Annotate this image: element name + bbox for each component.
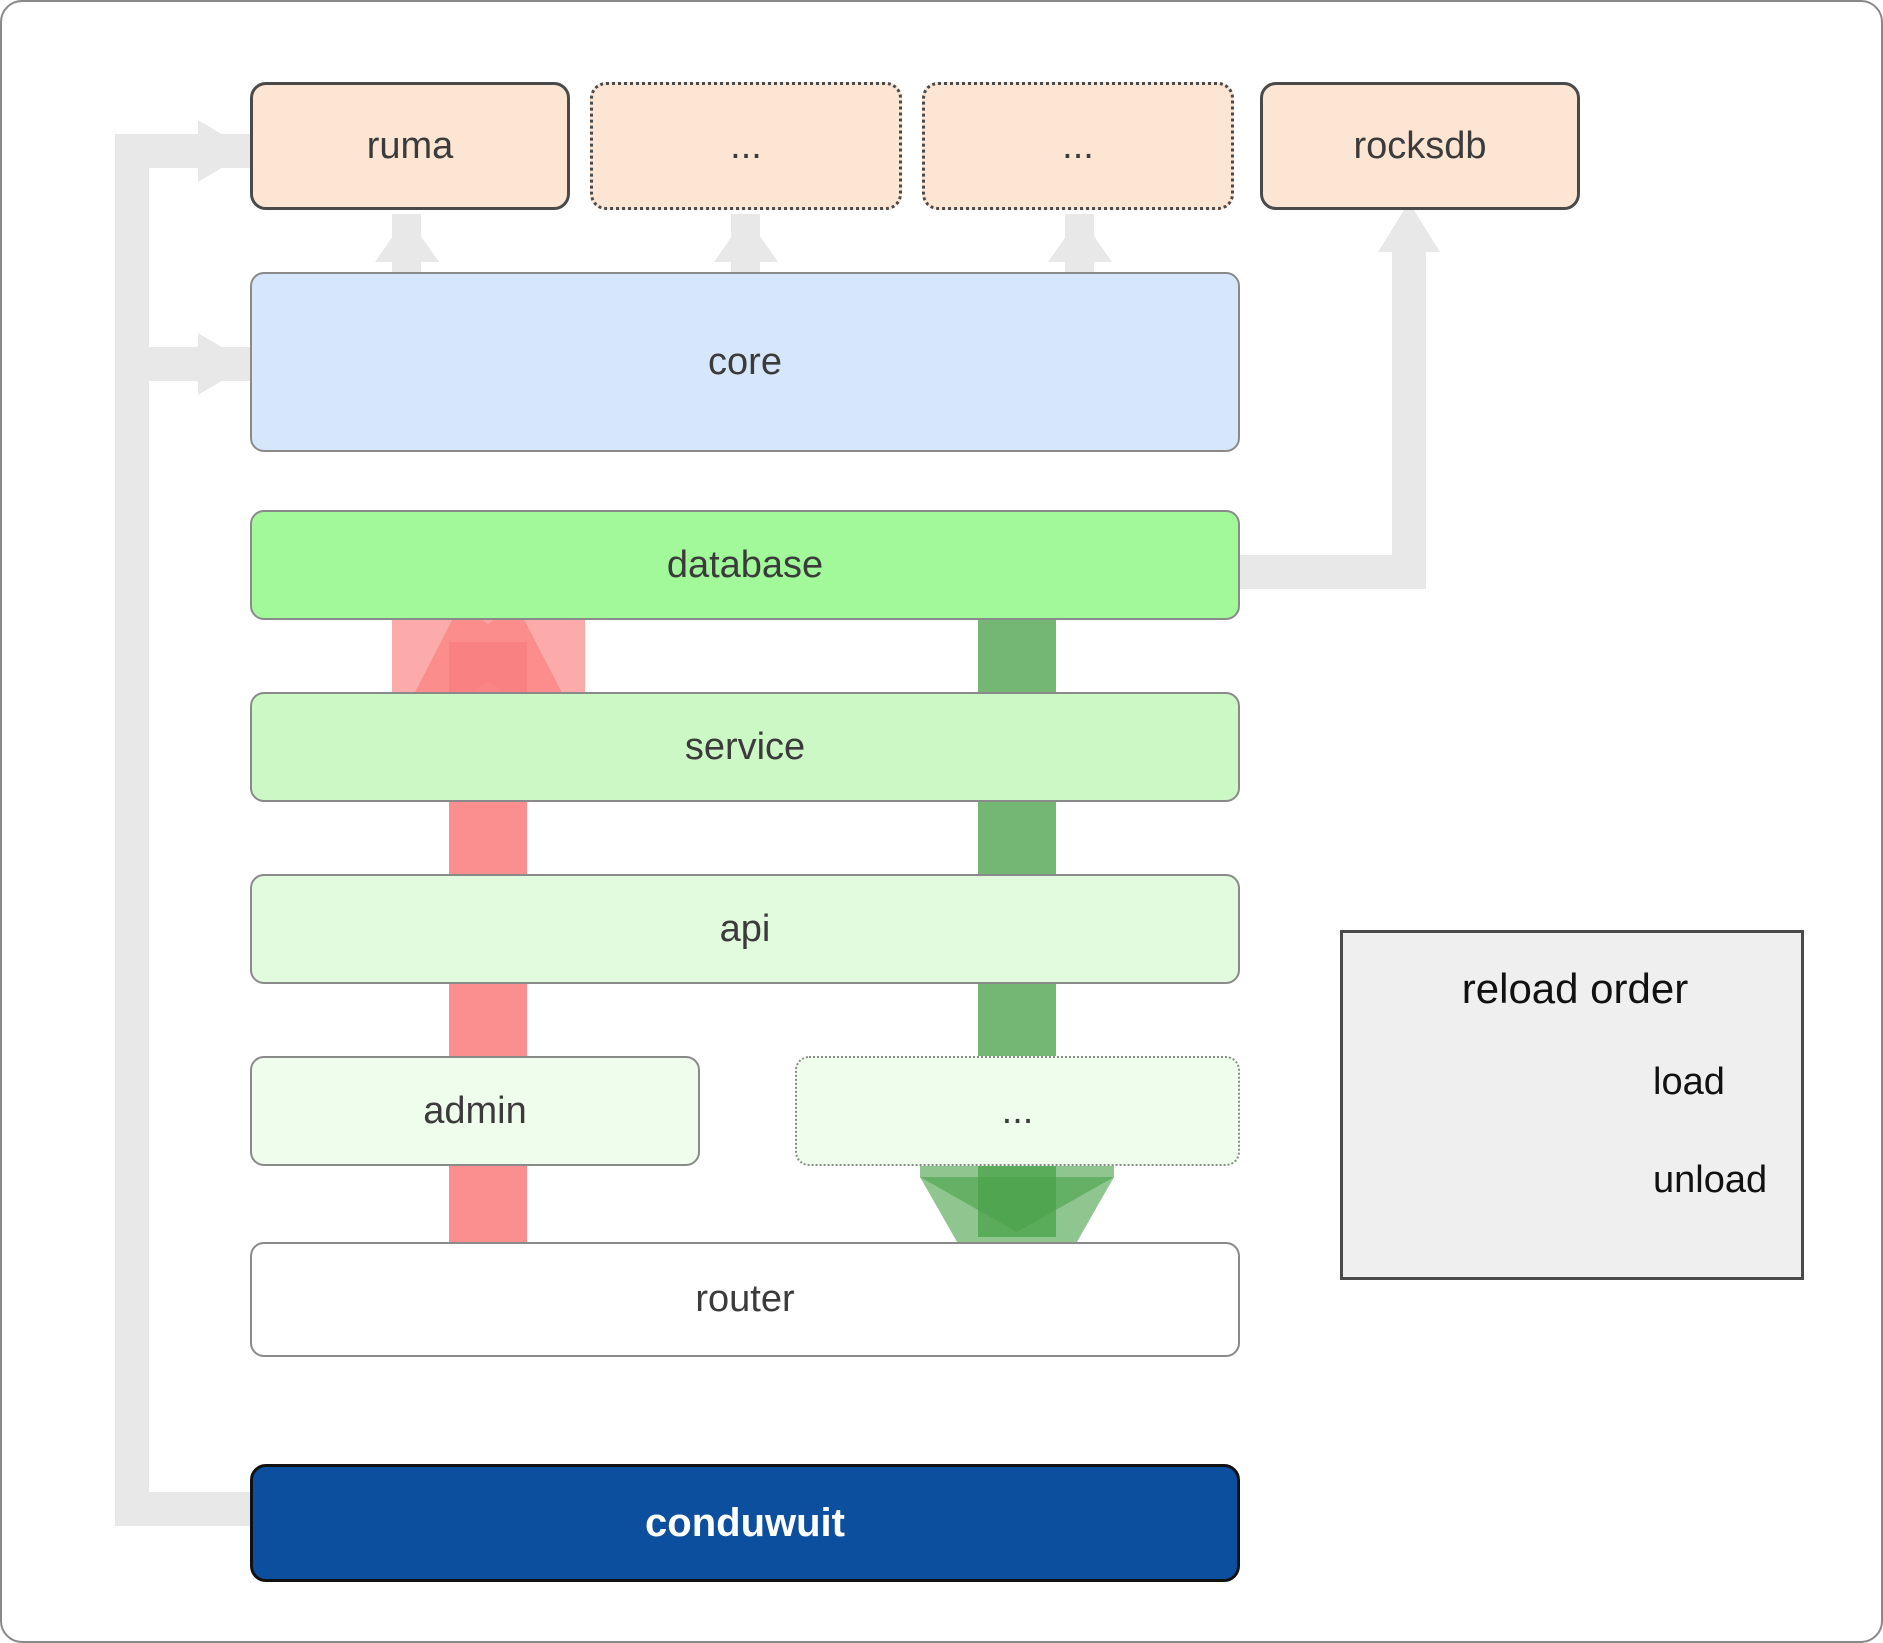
layer-box-admin[interactable]: admin [250, 1056, 700, 1166]
layer-label-service: service [684, 725, 806, 768]
dependency-box-ruma[interactable]: ruma [250, 82, 570, 210]
layer-box-database[interactable]: database [250, 510, 1240, 620]
root-box-conduwuit[interactable]: conduwuit [250, 1464, 1240, 1582]
dependency-label-placeholder-1: ... [730, 124, 762, 167]
database-rocksdb-connector [1240, 202, 1440, 589]
layer-label-core: core [708, 340, 782, 383]
dependency-label-ruma: ruma [366, 124, 454, 167]
layer-box-service[interactable]: service [250, 692, 1240, 802]
layer-box-placeholder[interactable]: ... [795, 1056, 1240, 1166]
layer-label-placeholder: ... [1001, 1089, 1034, 1132]
legend-label-unload: unload [1653, 1159, 1768, 1201]
layer-label-api: api [719, 907, 771, 950]
core-dependency-arrows [375, 214, 1112, 274]
dependency-label-rocksdb: rocksdb [1353, 124, 1487, 167]
dependency-box-placeholder-1[interactable]: ... [590, 82, 902, 210]
layer-label-admin: admin [423, 1089, 527, 1132]
legend-panel: reload order load unload [1340, 930, 1804, 1280]
layer-box-router[interactable]: router [250, 1242, 1240, 1357]
legend-title: reload order [1461, 965, 1689, 1012]
dependency-label-placeholder-2: ... [1062, 124, 1094, 167]
layer-box-api[interactable]: api [250, 874, 1240, 984]
layer-box-core[interactable]: core [250, 272, 1240, 452]
dependency-box-rocksdb[interactable]: rocksdb [1260, 82, 1580, 210]
root-dependency-connector [115, 120, 250, 1526]
layer-label-router: router [695, 1278, 795, 1320]
layer-label-database: database [666, 543, 824, 586]
dependency-box-placeholder-2[interactable]: ... [922, 82, 1234, 210]
legend-label-load: load [1653, 1061, 1725, 1103]
root-label: conduwuit [645, 1500, 845, 1545]
